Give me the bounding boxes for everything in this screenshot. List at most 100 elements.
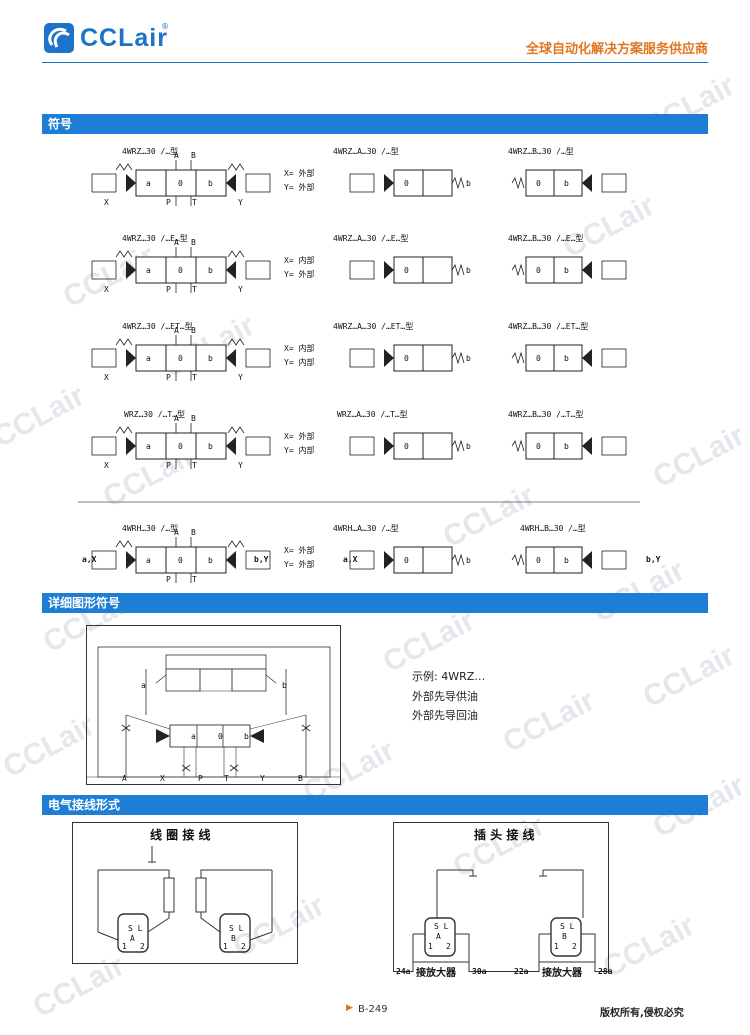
plug-pin-24a: 24a <box>396 967 411 976</box>
spool-label-0: 0 <box>536 556 541 565</box>
port-label-T: T <box>192 373 197 382</box>
brand-registered: ® <box>161 22 169 31</box>
spool-label-0: 0 <box>178 266 183 275</box>
spool-label-b: b <box>564 354 569 363</box>
xy-note-y: Y= 外部 <box>284 270 315 279</box>
outer-label-b: b <box>466 179 471 188</box>
spring <box>451 351 465 365</box>
section-bar-electrical: 电气接线形式 <box>42 795 708 815</box>
actuator-right <box>582 437 592 455</box>
coil-conn-a-sl: S L <box>128 924 143 933</box>
actuator-left <box>126 349 136 367</box>
port-label-A: A <box>174 528 179 537</box>
port-label-X: X <box>104 285 109 294</box>
spool-label-a: a <box>146 442 151 451</box>
solenoid-left <box>91 348 117 368</box>
plug-amp-right: 接放大器 <box>542 968 582 979</box>
pilot-label-by: b,Y <box>646 555 661 564</box>
spool-label-0: 0 <box>536 442 541 451</box>
symbol-title-right: 4WRZ…B…30 /…ET…型 <box>508 322 589 331</box>
port-label-X: X <box>104 198 109 207</box>
section-title: 符号 <box>48 117 73 131</box>
port-label-B: B <box>191 151 196 160</box>
spring <box>511 553 525 567</box>
detailed-port-P: P <box>198 774 203 783</box>
spool-label-a: a <box>146 266 151 275</box>
spool-label-b: b <box>208 442 213 451</box>
pilot-label-by: b,Y <box>254 555 269 564</box>
actuator-left <box>384 551 394 569</box>
xy-note-y: Y= 外部 <box>284 560 315 569</box>
spring <box>451 176 465 190</box>
outer-label-b: b <box>466 556 471 565</box>
spool-label-b: b <box>208 179 213 188</box>
coil-conn-b-pin1: 1 <box>223 942 228 951</box>
footer-page-number: B-249 <box>358 1004 388 1015</box>
port-label-Y: Y <box>238 373 243 382</box>
footer-copyright: 版权所有,侵权必究 <box>600 1008 684 1019</box>
solenoid-right <box>601 348 627 368</box>
plug-conn-b-label: B <box>562 932 567 941</box>
plug-conn-a-pin2: 2 <box>446 942 451 951</box>
spool-label-b: b <box>564 442 569 451</box>
solenoid-left <box>349 348 375 368</box>
symbol-title-mid: WRZ…A…30 /…T…型 <box>337 410 408 419</box>
solenoid-right <box>245 436 271 456</box>
spring <box>451 439 465 453</box>
plug-amp-left: 接放大器 <box>416 968 456 979</box>
spool-label-0: 0 <box>404 354 409 363</box>
actuator-left <box>384 437 394 455</box>
footer-arrow-icon: ▶ <box>346 1003 353 1013</box>
symbol-title-right: 4WRZ…B…30 /…E…型 <box>508 234 584 243</box>
spool-label-b: b <box>208 556 213 565</box>
plug-wiring-title: 插 头 接 线 <box>474 828 535 842</box>
plug-conn-a-sl: S L <box>434 922 449 931</box>
header-rule <box>42 62 708 63</box>
detailed-spool-0: 0 <box>218 732 223 741</box>
coil-conn-b-sl: S L <box>229 924 244 933</box>
symbol-title-right: 4WRH…B…30 /…型 <box>520 524 586 533</box>
port-label-T: T <box>192 285 197 294</box>
xy-note-y: Y= 外部 <box>284 183 315 192</box>
spool-label-0: 0 <box>536 179 541 188</box>
port-label-B: B <box>191 414 196 423</box>
coil-conn-b-label: B <box>231 934 236 943</box>
symbol-title-left: 4WRZ…30 /…型 <box>122 147 179 156</box>
xy-note-y: Y= 内部 <box>284 446 315 455</box>
solenoid-right <box>245 173 271 193</box>
solenoid-right <box>245 348 271 368</box>
spring <box>451 553 465 567</box>
port-label-X: X <box>104 461 109 470</box>
solenoid-left <box>349 550 375 570</box>
outer-label-b: b <box>466 266 471 275</box>
solenoid-right <box>601 550 627 570</box>
symbol-title-mid: 4WRZ…A…30 /…ET…型 <box>333 322 414 331</box>
plug-pin-30a: 30a <box>472 967 487 976</box>
solenoid-left <box>349 260 375 280</box>
spool-label-b: b <box>564 179 569 188</box>
section-bar-symbols: 符号 <box>42 114 708 134</box>
port-label-P: P <box>166 575 171 584</box>
symbol-title-mid: 4WRZ…A…30 /…E…型 <box>333 234 409 243</box>
symbol-title-mid: 4WRZ…A…30 /…型 <box>333 147 399 156</box>
actuator-right <box>226 349 236 367</box>
solenoid-right <box>601 436 627 456</box>
symbols-diagram <box>78 160 640 583</box>
port-label-P: P <box>166 285 171 294</box>
spring <box>511 263 525 277</box>
solenoid-right <box>245 260 271 280</box>
xy-note-x: X= 内部 <box>284 344 315 353</box>
symbol-title-mid: 4WRH…A…30 /…型 <box>333 524 399 533</box>
port-label-X: X <box>104 373 109 382</box>
section-title: 电气接线形式 <box>48 798 121 812</box>
symbol-title-right: 4WRZ…B…30 /…型 <box>508 147 574 156</box>
detailed-label-a: a <box>141 681 146 690</box>
spring <box>115 540 245 548</box>
spool-label-0: 0 <box>536 266 541 275</box>
spring <box>115 338 245 346</box>
spool-label-0: 0 <box>178 556 183 565</box>
port-label-B: B <box>191 238 196 247</box>
symbol-title-left: 4WRZ…30 /…ET…型 <box>122 322 193 331</box>
port-label-P: P <box>166 461 171 470</box>
outer-label-b: b <box>466 354 471 363</box>
